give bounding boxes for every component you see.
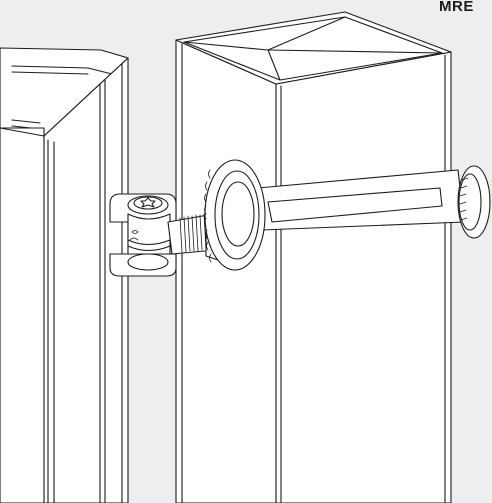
threaded-bolt (167, 213, 217, 255)
open-end-wrench (204, 159, 491, 271)
post-cap (175, 11, 452, 85)
corner-label: MRE (439, 0, 474, 15)
hinge-bracket (109, 193, 177, 277)
gate-frame (0, 47, 129, 503)
square-post (175, 11, 452, 503)
